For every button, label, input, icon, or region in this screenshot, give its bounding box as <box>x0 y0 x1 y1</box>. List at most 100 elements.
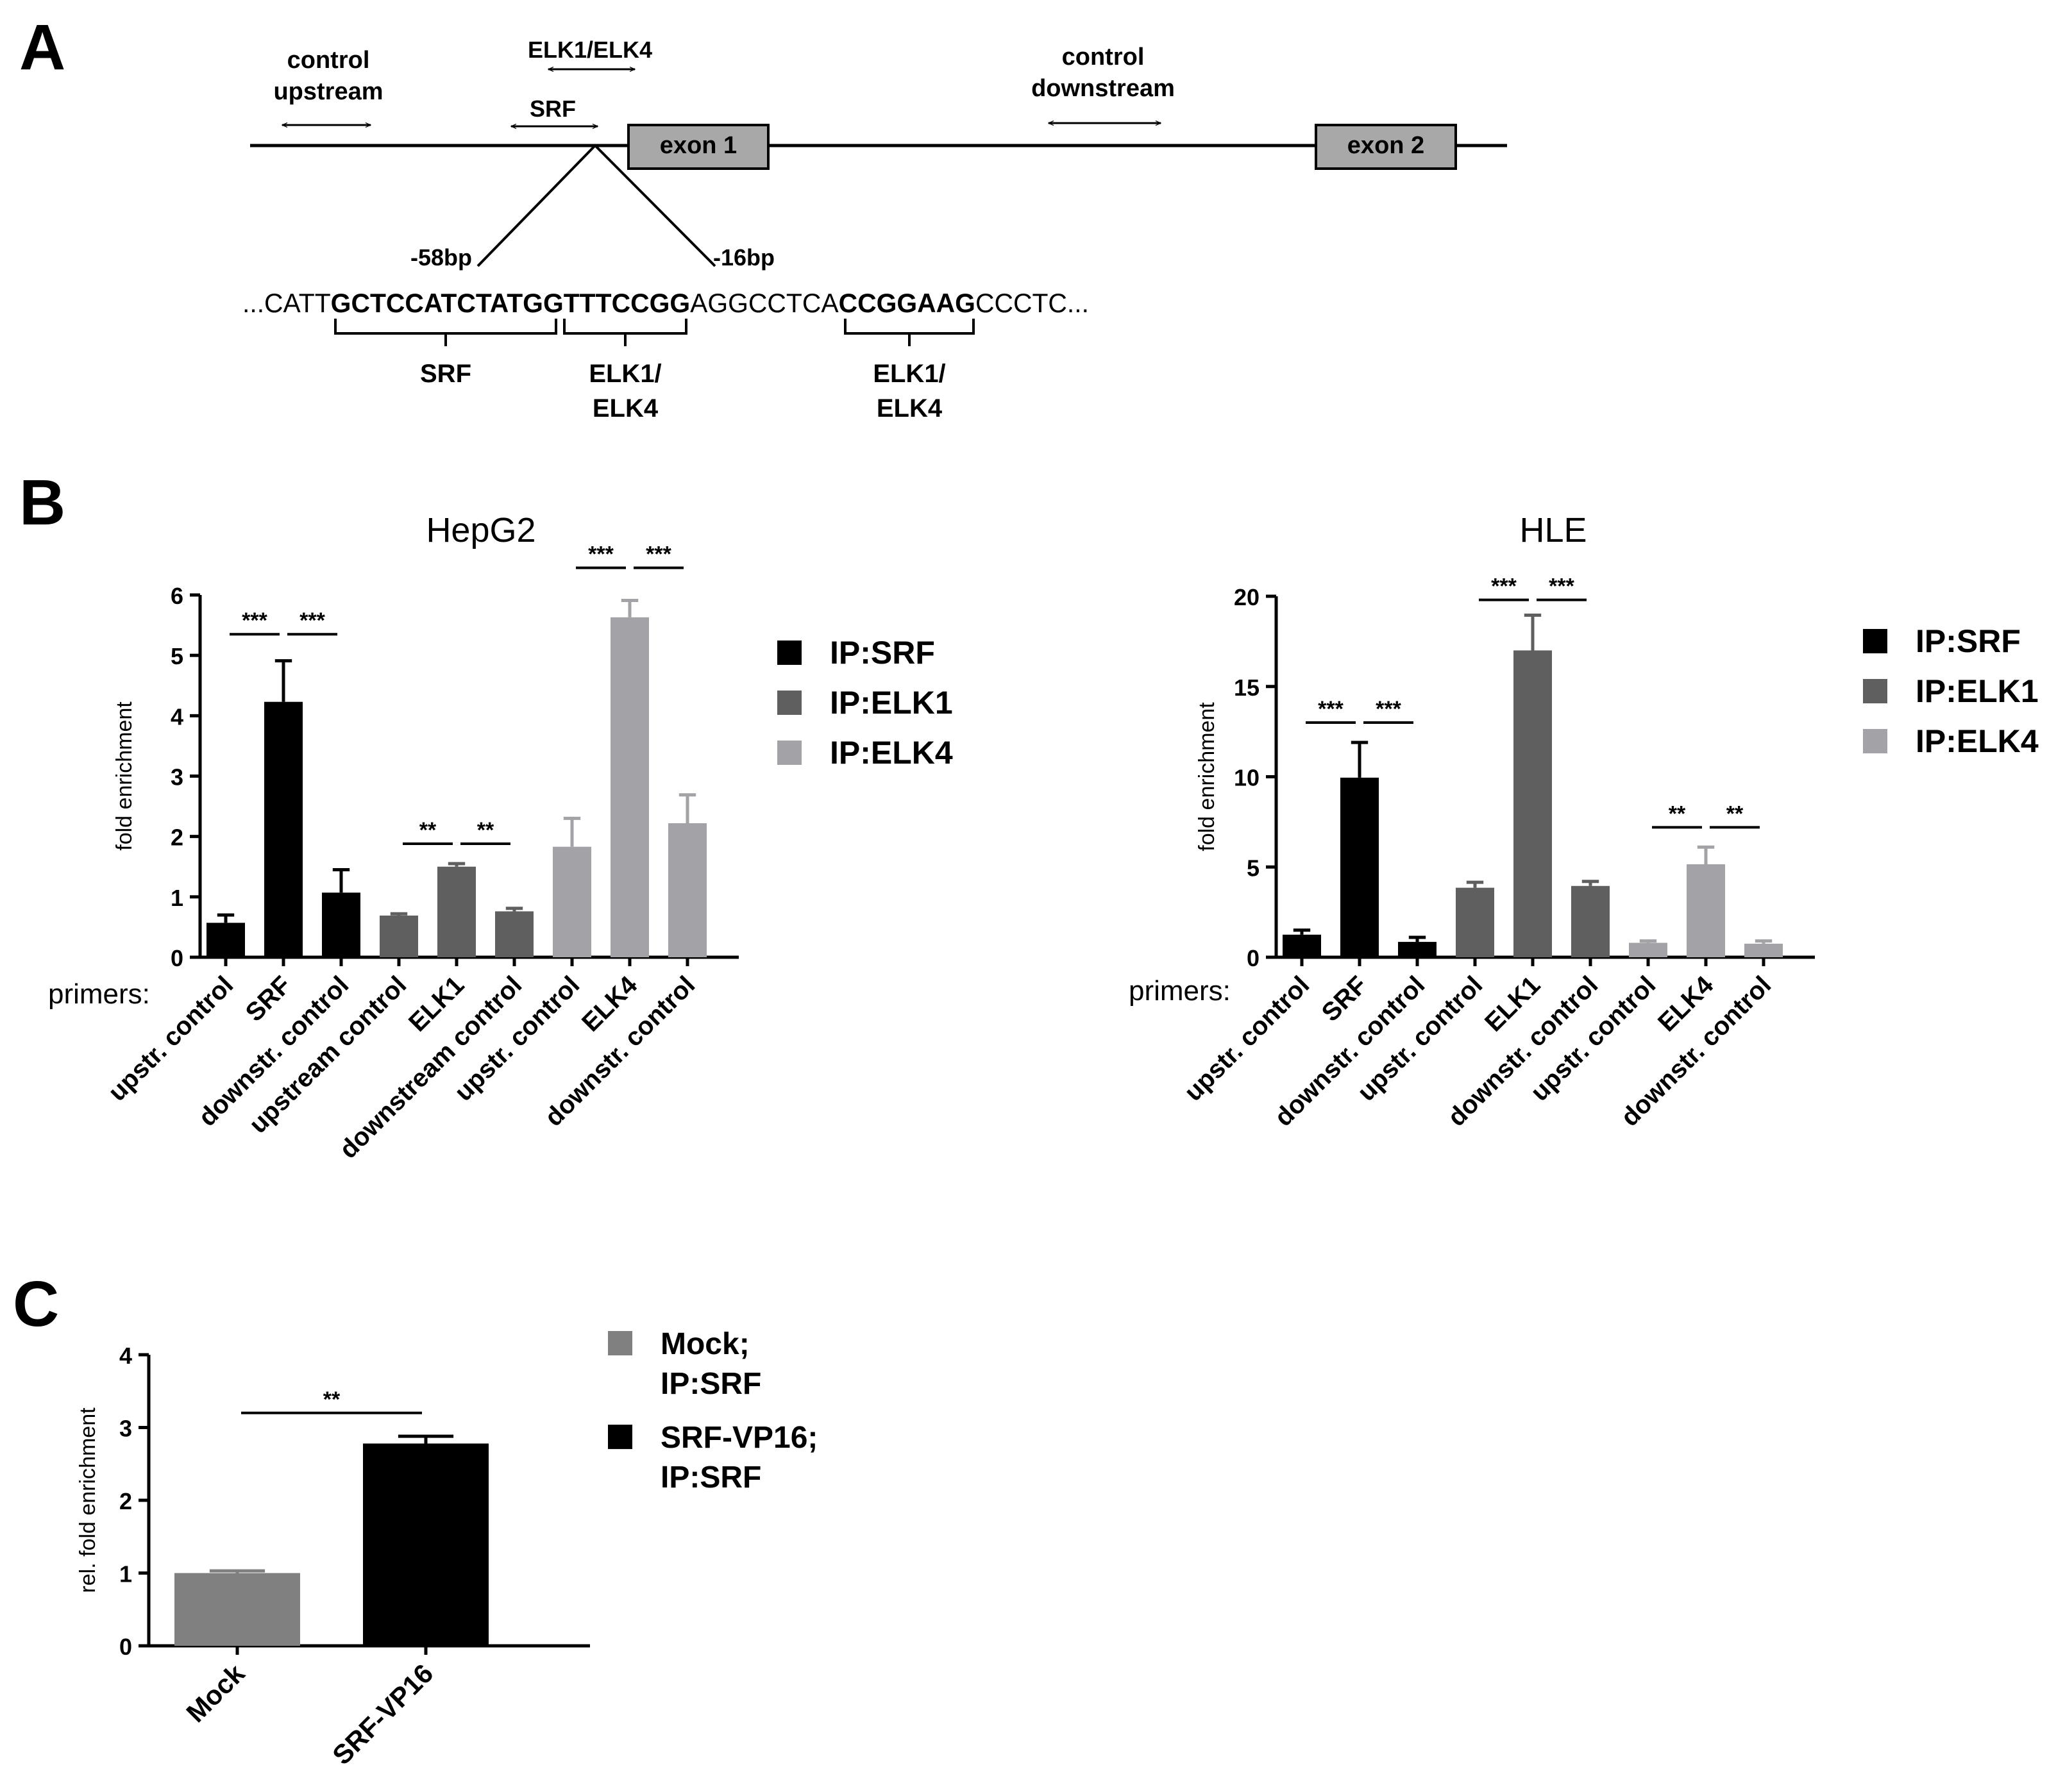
significance-label: *** <box>1549 574 1574 599</box>
y-tick-label: 2 <box>119 1488 132 1514</box>
bar <box>1629 942 1667 957</box>
srf-site-label: SRF <box>530 96 576 122</box>
legend-label: IP:SRF <box>830 635 935 671</box>
elk-brace-1-label-2: ELK4 <box>593 394 659 423</box>
bar <box>495 911 534 957</box>
y-axis-label: fold enrichment <box>1195 702 1219 851</box>
elk-site-label: ELK1/ELK4 <box>528 37 652 63</box>
legend-swatch <box>777 641 802 665</box>
srf-brace-label: SRF <box>420 360 471 388</box>
zoom-line-left <box>476 144 596 267</box>
legend-label: Mock; <box>661 1327 750 1361</box>
y-tick-label: 3 <box>171 764 183 791</box>
bar <box>174 1573 300 1646</box>
significance-label: ** <box>419 818 437 842</box>
bar <box>1513 650 1552 957</box>
promoter-sequence: ...CATTGCTCCATCTATGGTTTCCGGAGGCCTCACCGGA… <box>242 288 1089 318</box>
y-tick-label: 5 <box>171 643 183 669</box>
panel-b-letter: B <box>19 467 65 539</box>
category-label: SRF-VP16 <box>326 1658 439 1770</box>
y-tick-label: 6 <box>171 583 183 609</box>
panel-c-letter: C <box>13 1268 59 1340</box>
y-axis-label: fold enrichment <box>112 701 137 851</box>
panel-a: A exon 1 exon 2 control upstream ELK1/EL… <box>19 12 1507 423</box>
chart-title: HLE <box>1519 511 1587 549</box>
x-axis-prefix: primers: <box>48 978 150 1010</box>
significance-label: ** <box>323 1387 341 1412</box>
exon-2-box <box>1315 124 1457 170</box>
sequence-part: TTTCCGG <box>564 288 690 318</box>
panel-a-letter: A <box>19 12 65 83</box>
bar <box>611 617 649 957</box>
legend-swatch <box>777 741 802 765</box>
control-downstream-label-1: control <box>1062 44 1145 71</box>
y-tick-label: 3 <box>119 1416 132 1442</box>
bar <box>322 892 360 957</box>
y-tick-label: 2 <box>171 825 183 851</box>
legend-swatch <box>608 1425 632 1450</box>
elk-brace-1-label-1: ELK1/ <box>589 360 661 388</box>
bar <box>1687 864 1725 957</box>
position-right-label: -16bp <box>713 244 775 271</box>
elk-brace-2-label-1: ELK1/ <box>873 360 945 388</box>
bar <box>1398 942 1437 957</box>
bar <box>264 701 303 957</box>
bar <box>1744 943 1783 957</box>
y-tick-label: 0 <box>1247 945 1260 971</box>
significance-label: *** <box>299 608 325 633</box>
bar <box>1340 777 1379 957</box>
y-tick-label: 10 <box>1234 765 1260 791</box>
sequence-part: AGGCCTCA <box>690 288 839 318</box>
sequence-part: GCTCCATCTATGG <box>331 288 564 318</box>
y-axis-label: rel. fold enrichment <box>76 1407 100 1593</box>
y-tick-label: 0 <box>119 1634 132 1660</box>
legend-swatch <box>1863 679 1887 703</box>
elk-brace-2-label-2: ELK4 <box>877 394 943 423</box>
bar <box>380 916 418 957</box>
bar <box>1571 885 1610 957</box>
sequence-part: CCGGAAG <box>839 288 975 318</box>
y-tick-label: 1 <box>171 885 183 911</box>
bar <box>363 1443 489 1646</box>
bar <box>553 846 591 957</box>
significance-label: *** <box>588 542 614 567</box>
y-tick-label: 15 <box>1234 674 1260 701</box>
control-upstream-label-1: control <box>287 47 370 74</box>
chart-title: HepG2 <box>426 511 535 549</box>
y-tick-label: 0 <box>171 945 183 971</box>
significance-label: ** <box>477 818 494 842</box>
position-left-label: -58bp <box>410 244 472 271</box>
x-axis-prefix: primers: <box>1129 975 1231 1007</box>
y-tick-label: 4 <box>119 1343 132 1369</box>
significance-label: *** <box>1491 574 1517 599</box>
significance-label: *** <box>1376 697 1401 721</box>
y-tick-label: 5 <box>1247 855 1260 881</box>
significance-label: *** <box>646 542 671 567</box>
bar <box>206 923 245 957</box>
srf-brace <box>334 319 557 346</box>
y-tick-label: 1 <box>119 1561 132 1587</box>
bar <box>1456 887 1494 957</box>
legend-label: IP:SRF <box>661 1461 761 1495</box>
significance-label: ** <box>1726 801 1744 826</box>
sequence-part: CCCTC... <box>975 288 1089 318</box>
legend-swatch <box>608 1331 632 1355</box>
bar <box>668 823 707 957</box>
significance-label: *** <box>1318 697 1344 721</box>
zoom-line-right <box>594 144 716 267</box>
exon-1-label: exon 1 <box>660 132 737 159</box>
legend-swatch <box>777 691 802 715</box>
legend-swatch <box>1863 729 1887 753</box>
legend-label: IP:ELK1 <box>1916 673 2039 709</box>
y-tick-label: 4 <box>171 703 183 730</box>
elk-brace-1 <box>563 319 687 346</box>
sequence-part: ...CATT <box>242 288 331 318</box>
legend-swatch <box>1863 629 1887 653</box>
legend-label: SRF-VP16; <box>661 1421 818 1455</box>
bar <box>437 866 476 957</box>
legend-label: IP:ELK4 <box>1916 723 2039 759</box>
